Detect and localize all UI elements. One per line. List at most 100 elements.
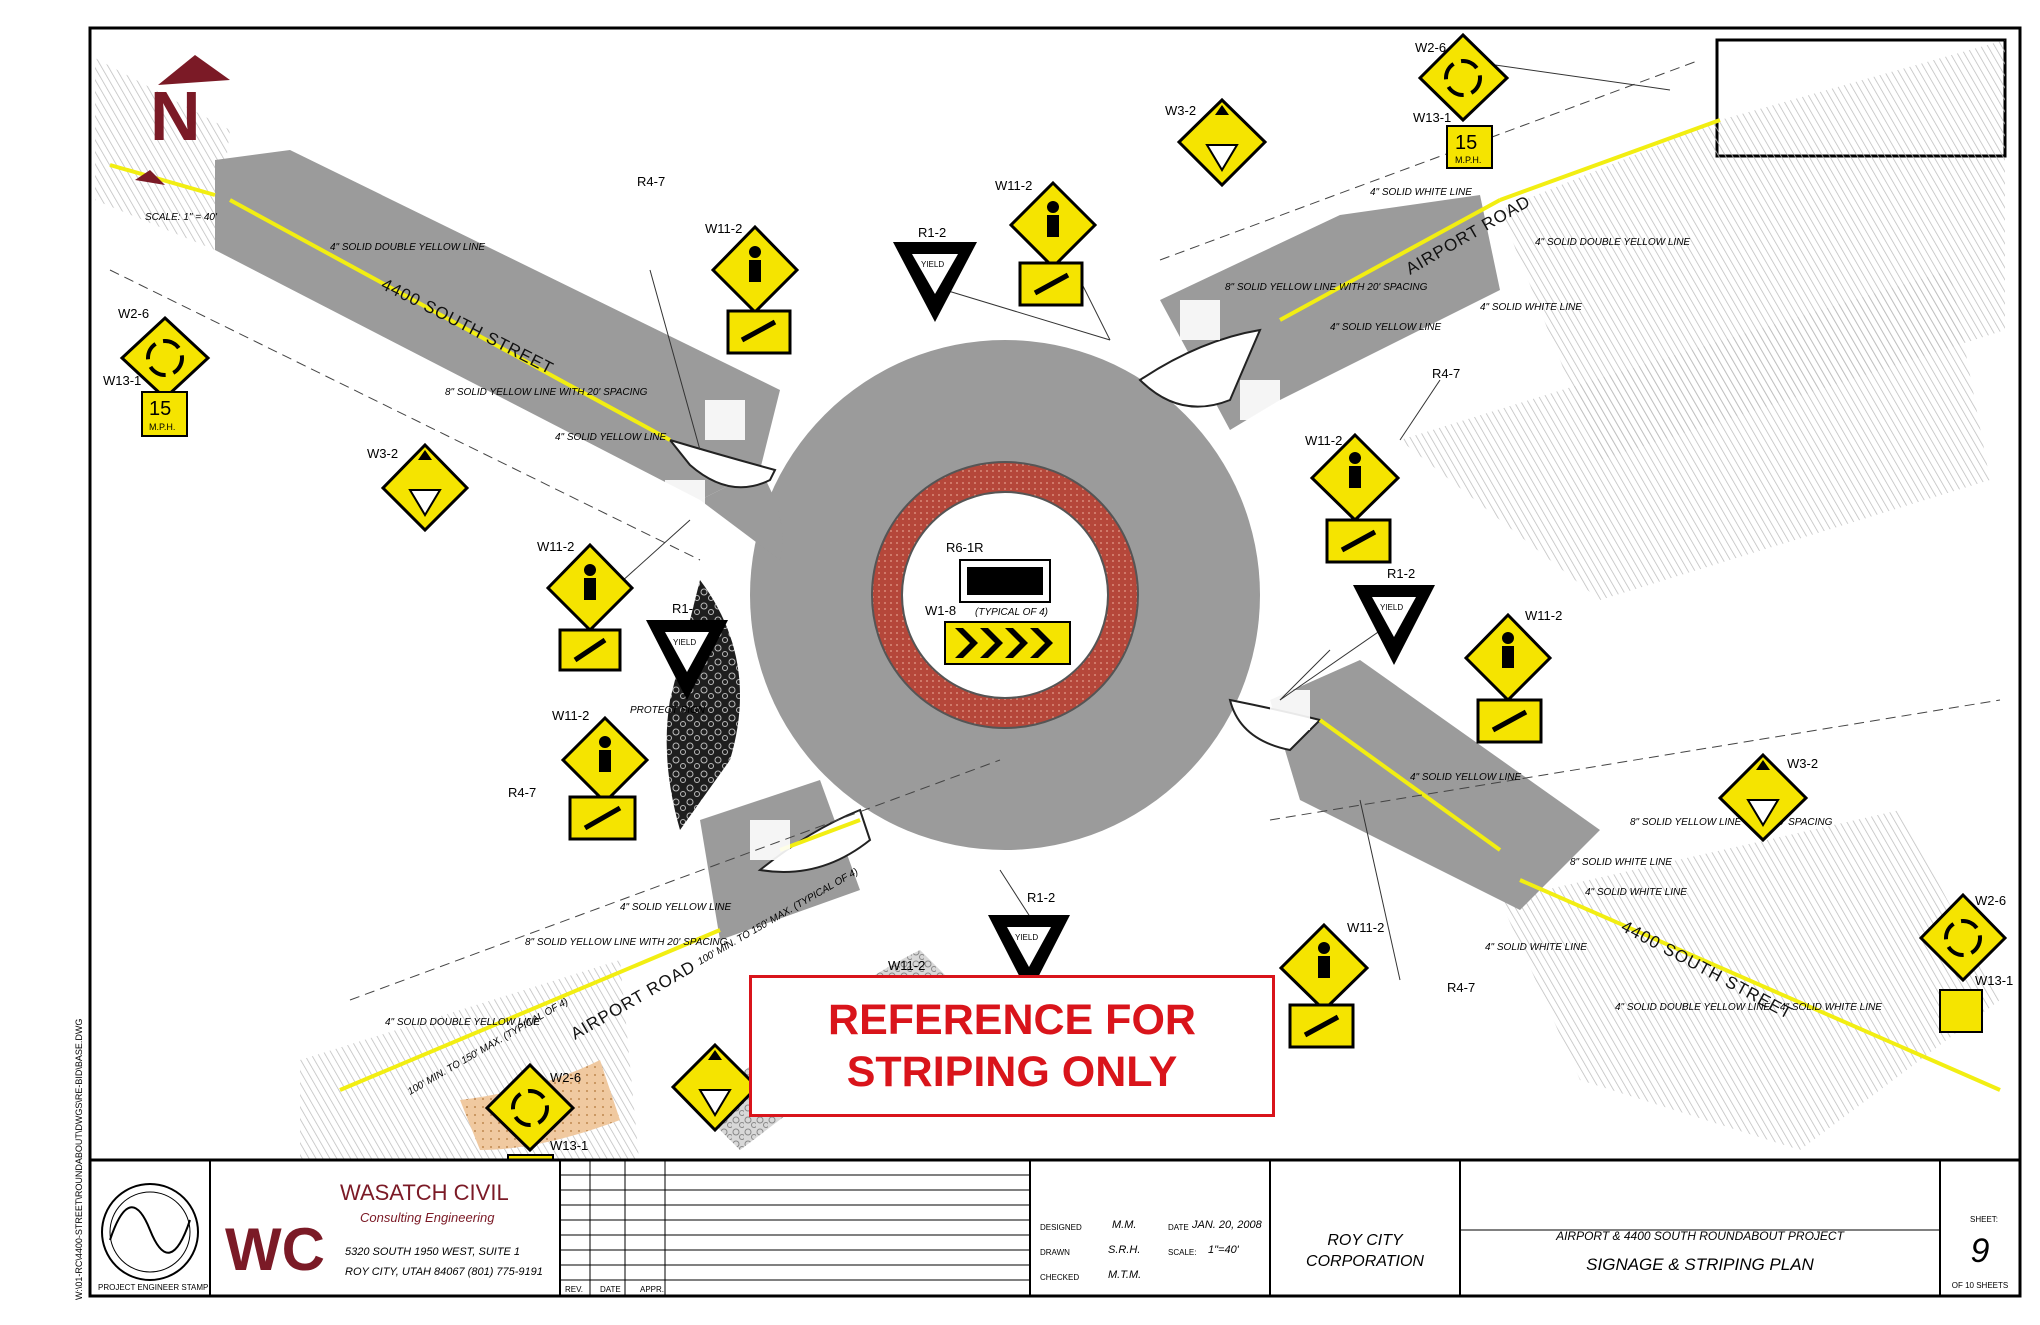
roundabout-circle-icon <box>146 339 184 377</box>
firm-name: WASATCH CIVIL <box>340 1180 509 1205</box>
sign-r1-2-e: R1-2 YIELD <box>1353 566 1435 665</box>
note-white-line-n2: 4" SOLID WHITE LINE <box>1480 302 1582 313</box>
svg-text:W11-2: W11-2 <box>537 539 574 554</box>
sign-w11-2-s-label: W11-2 <box>888 958 925 973</box>
sign-r4-7-ne-label: R4-7 <box>1432 366 1460 381</box>
svg-text:R1-2: R1-2 <box>1027 890 1055 905</box>
svg-text:M.P.H.: M.P.H. <box>149 422 175 432</box>
sheet-title: SIGNAGE & STRIPING PLAN <box>1586 1255 1814 1274</box>
project-name: AIRPORT & 4400 SOUTH ROUNDABOUT PROJECT <box>1555 1229 1846 1243</box>
sign-w11-2-se: W11-2 <box>1278 920 1384 1049</box>
scale-value: 1"=40' <box>1208 1244 1240 1256</box>
scale-note: SCALE: 1" = 40' <box>145 212 218 223</box>
sign-r4-7-sw-label: R4-7 <box>508 785 536 800</box>
note-white-line-e2: 4" SOLID WHITE LINE <box>1485 942 1587 953</box>
sign-w11-2-e1: W11-2 <box>1305 432 1401 564</box>
designed-label: DESIGNED <box>1040 1223 1082 1232</box>
splitter-island-north <box>1138 328 1262 408</box>
svg-text:W11-2: W11-2 <box>552 708 589 723</box>
reference-banner: REFERENCE FOR STRIPING ONLY <box>749 975 1275 1117</box>
stamp-label: PROJECT ENGINEER STAMP <box>98 1283 208 1292</box>
engineer-stamp <box>101 1183 199 1281</box>
note-white-line-e1: 4" SOLID WHITE LINE <box>1585 887 1687 898</box>
title-block <box>88 1158 2022 1298</box>
rev-col-appr: APPR. <box>640 1285 664 1294</box>
sign-w3-2-sw <box>670 1042 760 1133</box>
rev-col-date: DATE <box>600 1285 621 1294</box>
svg-text:W3-2: W3-2 <box>1165 103 1196 118</box>
note-4in-yellow-e: 4" SOLID YELLOW LINE <box>1410 772 1522 783</box>
sign-w3-2-n: W3-2 <box>1165 97 1268 188</box>
note-4in-yellow-s: 4" SOLID YELLOW LINE <box>620 902 732 913</box>
sign-r1-yield-w: R1- YIELD PROTECT SIGN <box>630 601 728 716</box>
svg-text:W2-6: W2-6 <box>1975 893 2006 908</box>
note-8in-yellow-n: 8" SOLID YELLOW LINE WITH 20' SPACING <box>1225 282 1428 293</box>
svg-text:W13-1: W13-1 <box>103 373 141 388</box>
sign-w2-6-ne: W2-6 W13-1 15 M.P.H. <box>1413 32 1510 169</box>
svg-text:M.P.H.: M.P.H. <box>1455 155 1481 165</box>
file-path: W:\01-RC\4400-STREET\ROUNDABOUT\DWGS\RE-… <box>74 1019 84 1300</box>
note-4in-yellow-n: 4" SOLID YELLOW LINE <box>1330 322 1442 333</box>
sign-r1-2-s: R1-2 YIELD <box>988 890 1070 995</box>
svg-text:W3-2: W3-2 <box>367 446 398 461</box>
sign-r1-2-n: R1-2 YIELD <box>893 225 977 322</box>
arrow-icon <box>573 637 607 663</box>
sign-w11-2-w1: W11-2 <box>537 539 635 672</box>
svg-text:W11-2: W11-2 <box>995 178 1032 193</box>
date-label: DATE <box>1168 1223 1189 1232</box>
note-8in-yellow-e: 8" SOLID YELLOW LINE WITH 20' SPACING <box>1630 817 1833 828</box>
sheet-label: SHEET: <box>1970 1215 1998 1224</box>
note-8in-yellow-w: 8" SOLID YELLOW LINE WITH 20' SPACING <box>445 387 648 398</box>
sheet-of: OF 10 SHEETS <box>1952 1281 2008 1290</box>
svg-text:W13-1: W13-1 <box>1413 110 1451 125</box>
client-name-2: CORPORATION <box>1306 1253 1424 1270</box>
svg-text:W11-2: W11-2 <box>705 221 742 236</box>
one-way-sign-icon <box>967 567 1043 595</box>
note-double-yellow-n: 4" SOLID DOUBLE YELLOW LINE <box>1535 237 1690 248</box>
sign-w11-2-nw: W11-2 <box>705 221 800 355</box>
svg-text:YIELD: YIELD <box>921 260 944 269</box>
drawn-label: DRAWN <box>1040 1248 1070 1257</box>
svg-text:R6-1R: R6-1R <box>946 540 984 555</box>
sign-w11-2-n: W11-2 <box>995 178 1098 307</box>
svg-text:15: 15 <box>1455 132 1477 154</box>
sign-w11-2-w2: W11-2 <box>552 708 650 841</box>
svg-text:W3-2: W3-2 <box>1787 756 1818 771</box>
note-double-yellow-e: 4" SOLID DOUBLE YELLOW LINE <box>1615 1002 1770 1013</box>
svg-text:W11-2: W11-2 <box>1347 920 1384 935</box>
sign-w2-6-se: W2-6 W13-1 <box>1918 892 2013 1033</box>
road-airport-north <box>1160 195 1500 430</box>
firm-addr2: ROY CITY, UTAH 84067 (801) 775-9191 <box>345 1266 543 1278</box>
note-double-yellow-w: 4" SOLID DOUBLE YELLOW LINE <box>330 242 485 253</box>
sign-r4-7-nw-label: R4-7 <box>637 174 665 189</box>
sign-w3-2-w: W3-2 <box>367 442 470 533</box>
svg-text:W11-2: W11-2 <box>1525 608 1562 623</box>
svg-text:W13-1: W13-1 <box>550 1138 588 1153</box>
crosswalks <box>665 300 1310 860</box>
road-4400-south-east <box>1270 660 1600 910</box>
sheet-number: 9 <box>1971 1232 1990 1270</box>
svg-text:W2-6: W2-6 <box>550 1070 581 1085</box>
client-name-1: ROY CITY <box>1327 1232 1404 1249</box>
sign-r6-1r-w1-8: R6-1R W1-8 (TYPICAL OF 4) <box>925 540 1071 665</box>
hatched-area-nw <box>95 58 230 250</box>
checked-label: CHECKED <box>1040 1273 1079 1282</box>
yield-ahead-icon <box>408 489 442 517</box>
note-white-line-e3: 4" SOLID WHITE LINE <box>1780 1002 1882 1013</box>
svg-text:YIELD: YIELD <box>1380 603 1403 612</box>
signature <box>109 1206 191 1254</box>
svg-text:R1-2: R1-2 <box>1387 566 1415 581</box>
sign-w3-2-e: W3-2 <box>1717 752 1818 843</box>
sign-r4-7-se-label: R4-7 <box>1447 980 1475 995</box>
rev-col-rev: REV. <box>565 1285 583 1294</box>
yellow-striping <box>109 118 2001 1092</box>
firm-logo: WC <box>225 1216 325 1283</box>
svg-text:YIELD: YIELD <box>1015 933 1038 942</box>
svg-text:W13-1: W13-1 <box>1975 973 2013 988</box>
reference-banner-line1: REFERENCE FOR <box>828 996 1196 1044</box>
sign-w2-6-nw: W2-6 W13-1 15 M.P.H. <box>103 306 211 437</box>
svg-text:W1-8: W1-8 <box>925 603 956 618</box>
note-white-line-n1: 4" SOLID WHITE LINE <box>1370 187 1472 198</box>
svg-text:N: N <box>150 77 201 155</box>
